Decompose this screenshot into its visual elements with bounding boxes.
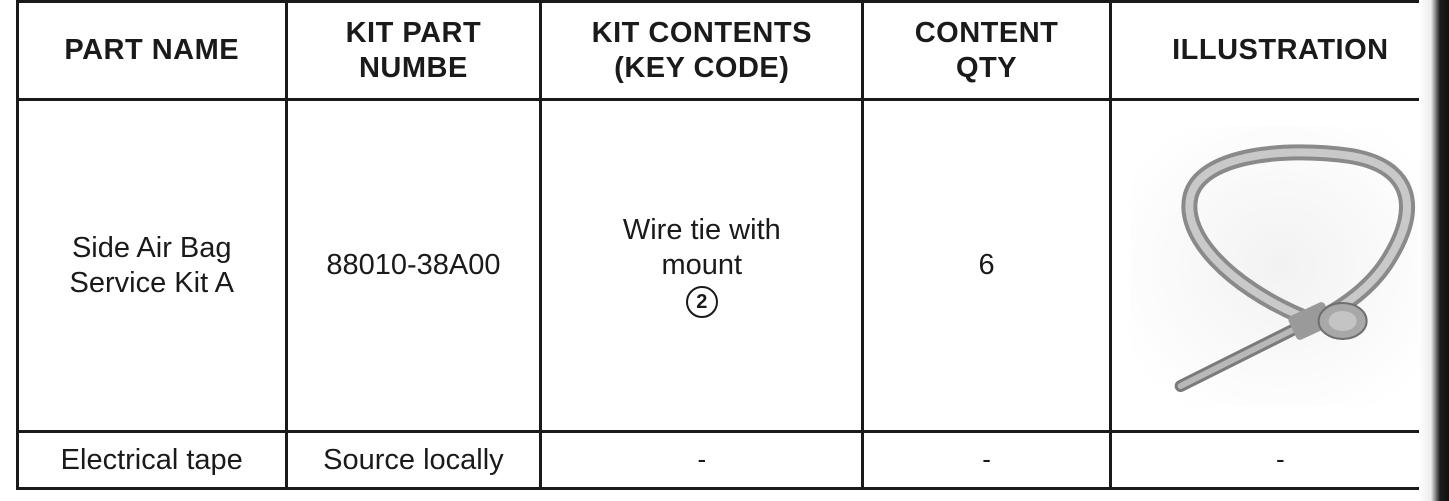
cell-kit-part-number: Source locally (284, 430, 543, 490)
cell-kit-part-number: 88010-38A00 (284, 98, 543, 433)
cell-illustration (1108, 98, 1449, 433)
cell-content-qty: - (861, 430, 1112, 490)
cell-kit-contents: Wire tie with mount 2 (539, 98, 865, 433)
header-illustration: ILLUSTRATION (1108, 0, 1449, 101)
cell-content-qty: 6 (861, 98, 1112, 433)
cell-part-name: Electrical tape (16, 430, 288, 490)
key-code-badge: 2 (685, 286, 718, 319)
cell-illustration: - (1108, 430, 1449, 490)
table-row: Electrical tape Source locally - - - (16, 430, 1449, 490)
scan-edge (1419, 0, 1449, 501)
header-part-name: PART NAME (16, 0, 288, 101)
header-kit-contents: KIT CONTENTS(KEY CODE) (539, 0, 865, 101)
cell-kit-contents: - (539, 430, 865, 490)
wire-tie-with-mount-illustration (1130, 125, 1431, 406)
